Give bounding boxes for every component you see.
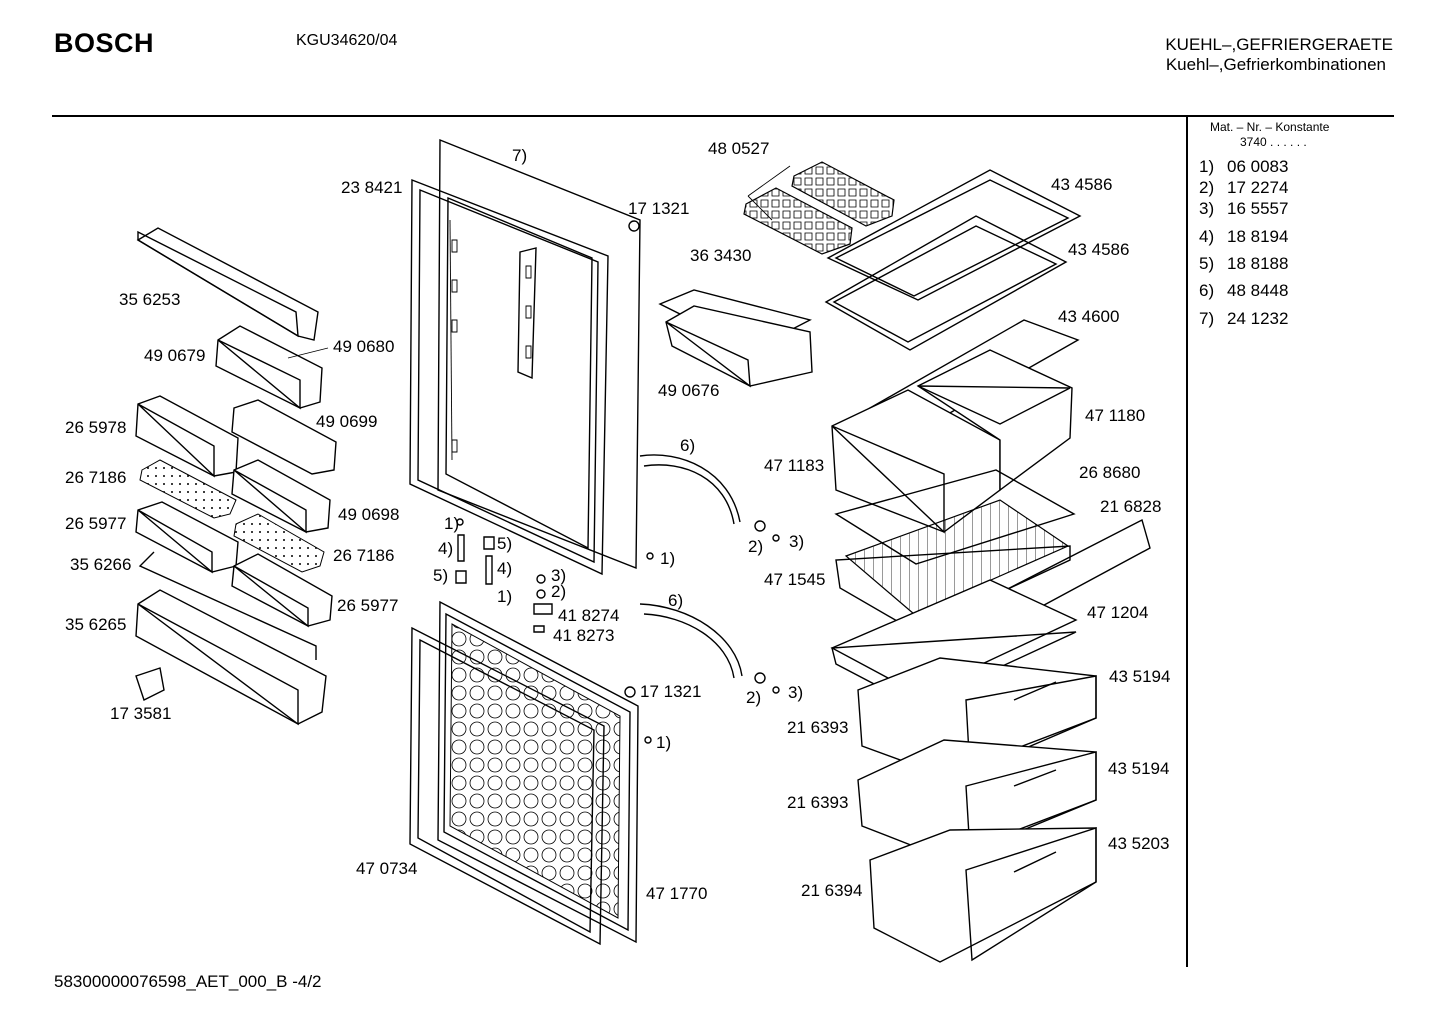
part-label: 21 6828 — [1100, 497, 1162, 516]
part-label: 47 1183 — [764, 456, 825, 475]
part-label: 49 0698 — [338, 505, 400, 524]
freezer-drawers — [858, 658, 1096, 962]
part-label: 35 6265 — [65, 615, 127, 634]
category-subtitle: Kuehl–,Gefrierkombinationen — [1165, 55, 1386, 74]
reference-key: 4) — [1199, 227, 1215, 246]
part-label: 47 1204 — [1087, 603, 1149, 622]
part-label: 2) — [551, 582, 567, 601]
part-label: 17 1321 — [628, 199, 690, 218]
part-label: 3) — [789, 532, 805, 551]
part-label: 49 0699 — [316, 412, 378, 431]
part-label: 43 4600 — [1058, 307, 1120, 326]
part-label: 49 0679 — [144, 346, 206, 365]
reference-item: 7) 24 1232 — [1199, 309, 1288, 329]
door-bins — [136, 228, 336, 724]
part-label: 43 5194 — [1109, 667, 1171, 686]
hardware-and-leaders — [288, 166, 790, 743]
part-label: 5) — [497, 534, 513, 553]
reference-item: 4) 18 8194 — [1199, 227, 1288, 247]
part-label: 26 7186 — [333, 546, 395, 565]
part-label: 47 1180 — [1085, 406, 1146, 425]
category-title: KUEHL–,GEFRIERGERAETE — [1165, 35, 1393, 54]
crisper-drawers — [832, 350, 1072, 532]
butter-compartment — [660, 290, 812, 386]
reference-number: 48 8448 — [1227, 281, 1289, 300]
part-label: 4) — [438, 539, 454, 558]
part-label: 26 8680 — [1079, 463, 1141, 482]
header-divider — [52, 115, 1394, 117]
reference-item: 3) 16 5557 — [1199, 199, 1288, 219]
part-label: 49 0680 — [333, 337, 395, 356]
brand-logo: BOSCH — [54, 28, 155, 58]
part-label: 3) — [551, 566, 567, 585]
part-label: 26 5977 — [337, 596, 399, 615]
part-label: 17 1321 — [640, 682, 702, 701]
part-label: 47 1770 — [646, 884, 708, 903]
part-label: 48 0527 — [708, 139, 770, 158]
part-label: 1) — [497, 587, 513, 606]
part-label: 1) — [444, 514, 460, 533]
constants-value: 3740 . . . . . . — [1240, 135, 1307, 149]
reference-item: 1) 06 0083 — [1199, 157, 1288, 177]
reference-key: 1) — [1199, 157, 1215, 176]
part-label: 21 6393 — [787, 793, 849, 812]
reference-number: 18 8194 — [1227, 227, 1289, 246]
reference-key: 2) — [1199, 178, 1215, 197]
part-label: 5) — [433, 566, 449, 585]
document-code: 58300000076598_AET_000_B -4/2 — [54, 972, 322, 991]
reference-number: 17 2274 — [1227, 178, 1289, 197]
door-handles — [640, 455, 742, 678]
part-label: 2) — [746, 688, 762, 707]
part-label: 1) — [656, 733, 672, 752]
constants-heading: Mat. – Nr. – Konstante — [1210, 120, 1330, 134]
reference-item: 5) 18 8188 — [1199, 254, 1288, 274]
model-number: KGU34620/04 — [296, 32, 398, 49]
part-label: 17 3581 — [110, 704, 172, 723]
part-label: 26 5978 — [65, 418, 127, 437]
part-label: 49 0676 — [658, 381, 720, 400]
part-label: 26 5977 — [65, 514, 127, 533]
part-label: 43 4586 — [1068, 240, 1130, 259]
reference-number: 06 0083 — [1227, 157, 1289, 176]
part-label: 2) — [748, 537, 764, 556]
part-label: 41 8274 — [558, 606, 620, 625]
part-label: 43 5194 — [1108, 759, 1170, 778]
part-label: 23 8421 — [341, 178, 403, 197]
part-label: 43 4586 — [1051, 175, 1113, 194]
reference-number: 24 1232 — [1227, 309, 1289, 328]
upper-door — [410, 140, 640, 574]
sidebar-divider — [1186, 117, 1188, 967]
part-label: 7) — [512, 146, 528, 165]
part-label: 6) — [680, 436, 696, 455]
part-label: 26 7186 — [65, 468, 127, 487]
part-label: 4) — [497, 559, 513, 578]
part-label: 21 6394 — [801, 881, 863, 900]
reference-item: 6) 48 8448 — [1199, 281, 1288, 301]
part-label: 6) — [668, 591, 684, 610]
reference-number: 18 8188 — [1227, 254, 1289, 273]
reference-number: 16 5557 — [1227, 199, 1289, 218]
part-label: 21 6393 — [787, 718, 849, 737]
part-label: 35 6253 — [119, 290, 181, 309]
reference-key: 3) — [1199, 199, 1215, 218]
reference-item: 2) 17 2274 — [1199, 178, 1288, 198]
ice-trays — [744, 162, 894, 254]
part-label: 1) — [660, 549, 676, 568]
part-label: 47 0734 — [356, 859, 418, 878]
part-label: 3) — [788, 683, 804, 702]
reference-key: 5) — [1199, 254, 1215, 273]
part-label: 43 5203 — [1108, 834, 1170, 853]
reference-key: 7) — [1199, 309, 1215, 328]
part-label: 36 3430 — [690, 246, 752, 265]
part-label: 47 1545 — [764, 570, 826, 589]
lower-door — [410, 602, 638, 944]
part-label: 41 8273 — [553, 626, 615, 645]
reference-key: 6) — [1199, 281, 1215, 300]
part-label: 35 6266 — [70, 555, 132, 574]
